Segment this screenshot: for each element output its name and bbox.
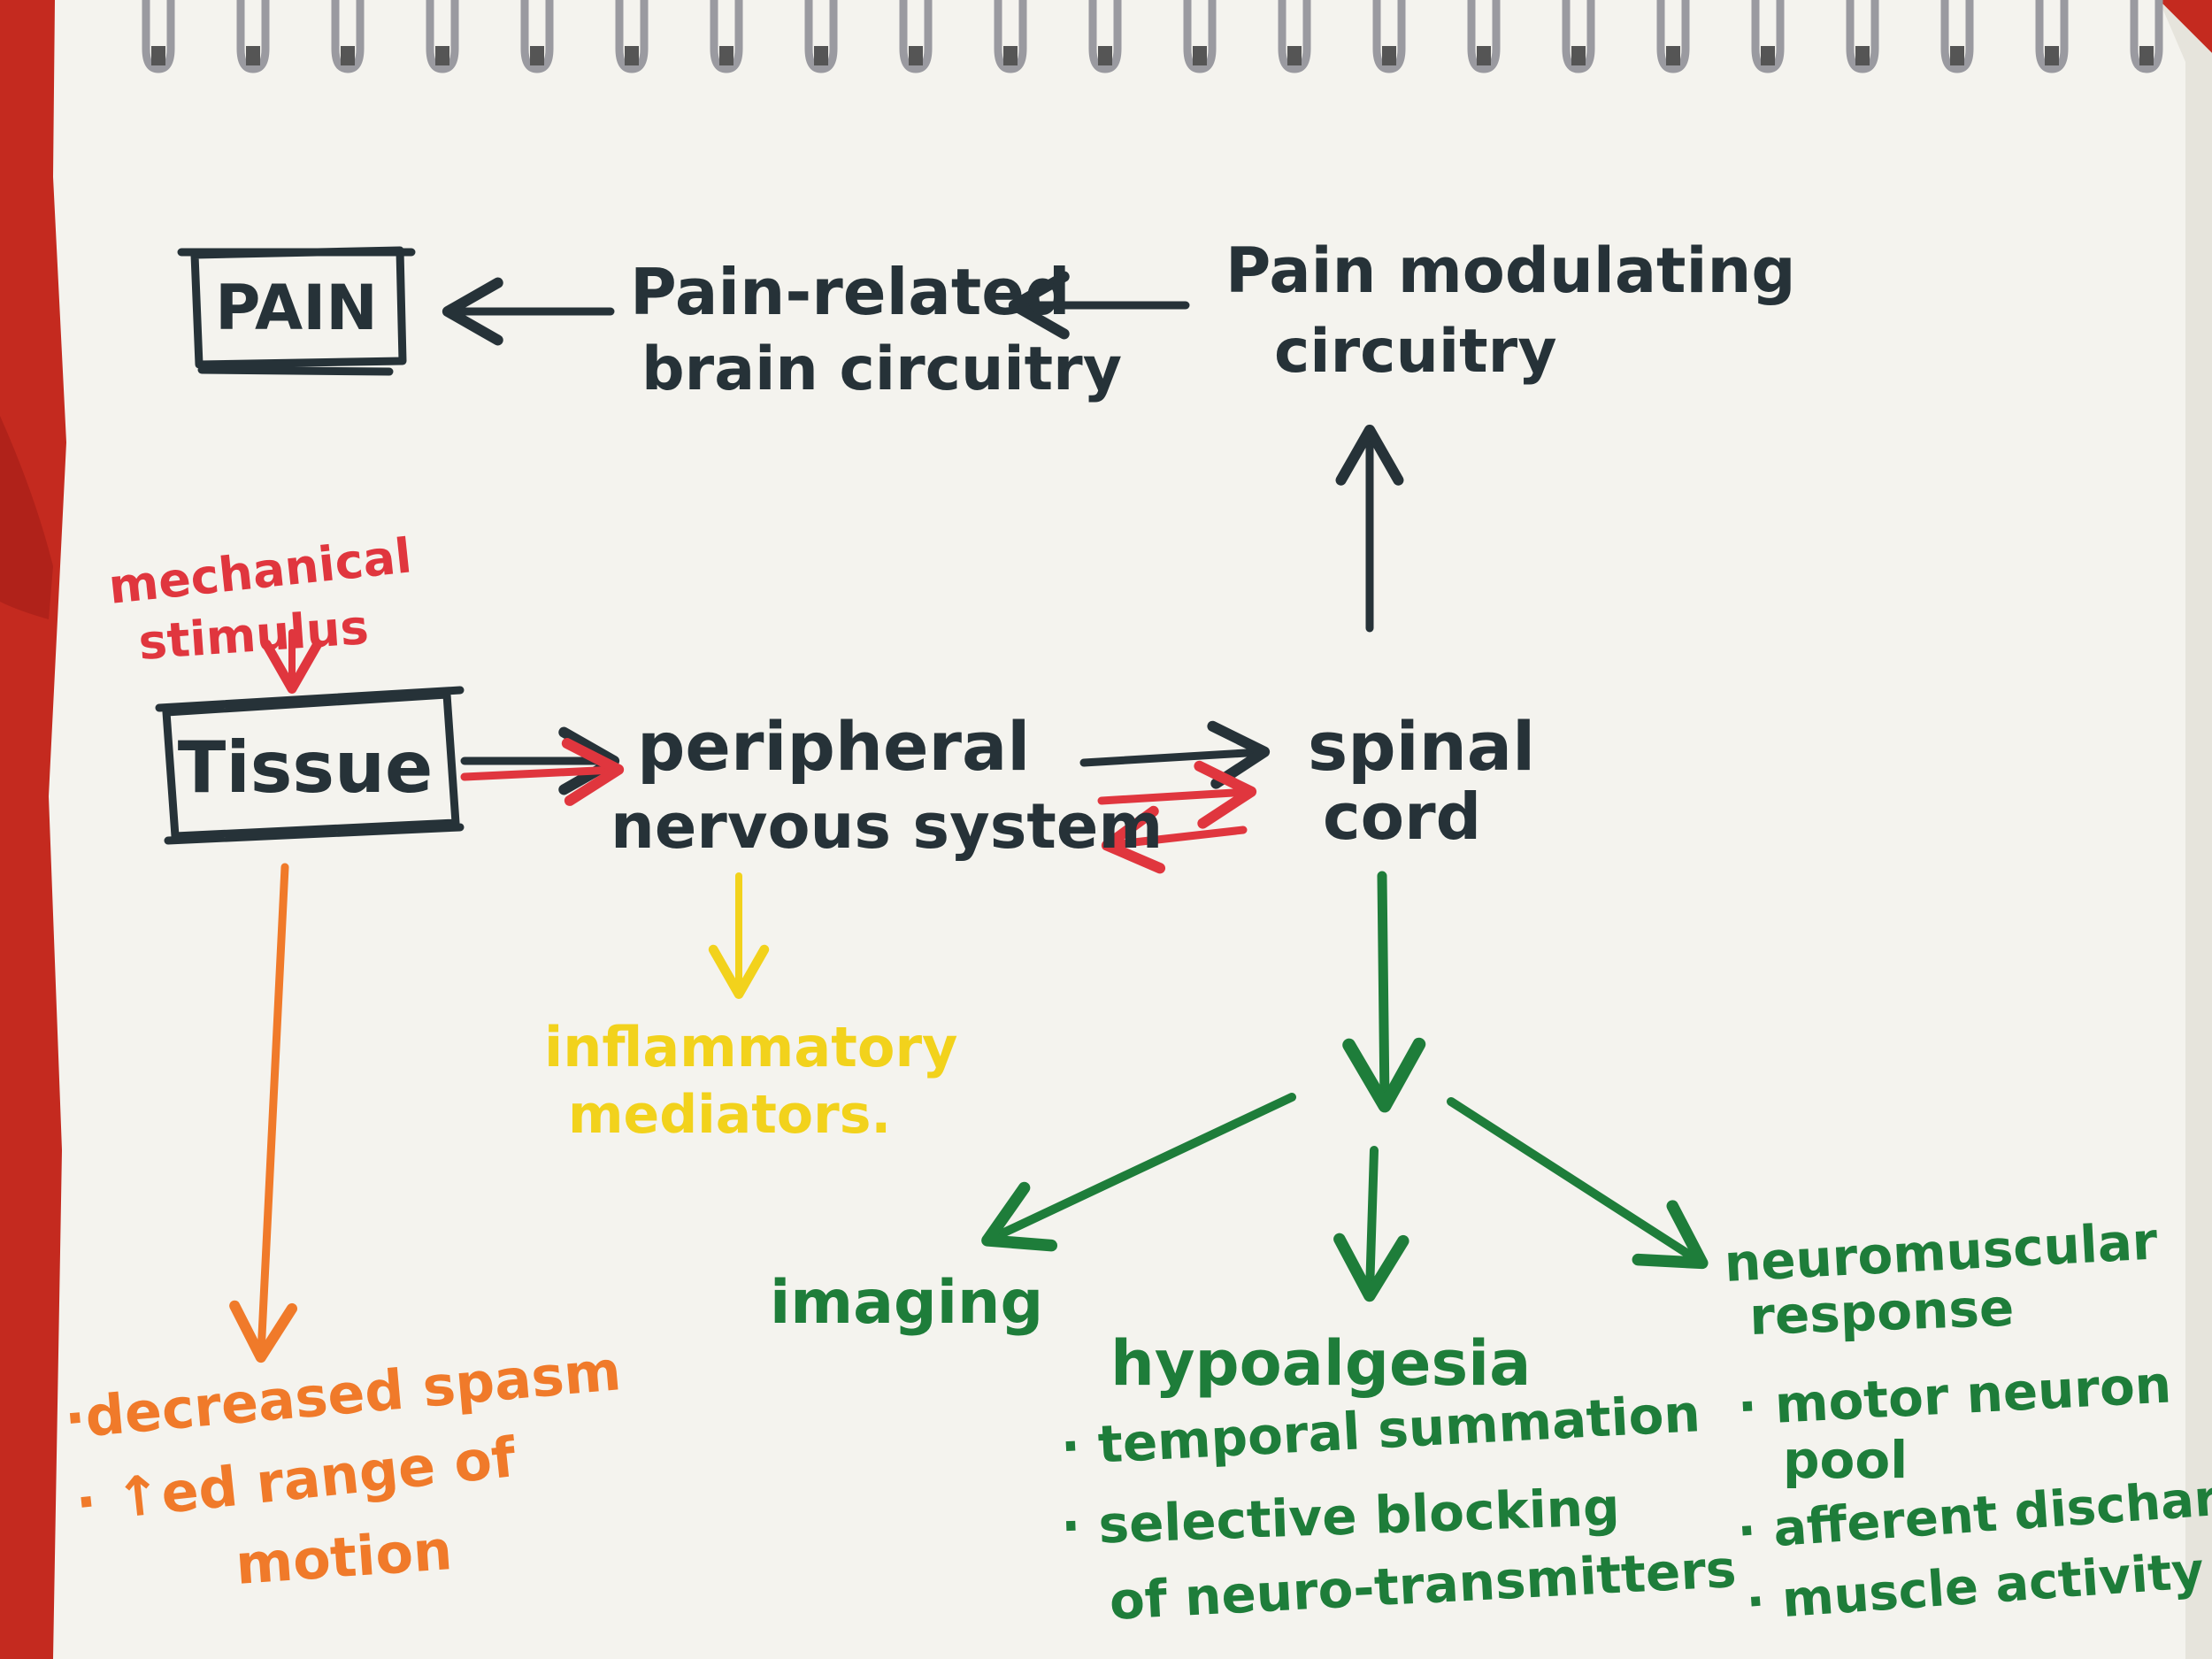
arrow-spinal-to-peripheral-red [1101,805,1248,874]
bullet-dot: · [1060,1495,1100,1556]
spiral-ring [615,0,649,73]
arrow-tissue-to-outcomes [229,863,298,1363]
binding-hole [1666,46,1680,65]
binding-hole [909,46,923,65]
spiral-binding [142,0,2163,73]
spiral-ring [426,0,459,73]
spiral-ring [1467,0,1501,73]
spiral-ring [1372,0,1406,73]
arrow-tissue-to-peripheral-red [460,738,625,806]
pain-related-line-2: brain circuitry [641,334,1122,404]
binding-hole [2139,46,2154,65]
binding-hole [1003,46,1018,65]
pain-modulating-line-2: circuitry [1274,317,1557,387]
spiral-ring [1183,0,1217,73]
neuromuscular-title-2: response [1748,1278,2015,1347]
spiral-ring [331,0,365,73]
peripheral-line-2: nervous system [611,790,1163,863]
peripheral-line-1: peripheral [637,707,1030,786]
binding-hole [719,46,733,65]
binding-hole [1287,46,1302,65]
spinal-line-2: cord [1323,780,1481,854]
binding-hole [1855,46,1870,65]
binding-hole [151,46,165,65]
binding-hole [1571,46,1586,65]
binding-hole [341,46,355,65]
spiral-ring [710,0,743,73]
neuromuscular-item-1b: pool [1783,1430,1908,1490]
pain-modulating-line-1: Pain modulating [1225,234,1795,307]
bullet-dot: · [1059,1415,1100,1477]
bullet-dot: · [1744,1571,1784,1632]
arrow-peripheral-to-spinal-black [1079,720,1271,789]
spiral-ring [1088,0,1122,73]
spiral-ring [1940,0,1974,73]
binding-hole [625,46,639,65]
arrow-to-hypoalgesia [1333,1146,1409,1302]
binding-hole [1382,46,1396,65]
pain-box [177,246,416,376]
spiral-ring [1846,0,1879,73]
pain-related-line-1: Pain-related [630,255,1071,329]
arrow-peripheral-to-spinal-red [1097,760,1257,829]
red-fabric-fold [0,416,53,619]
spiral-ring [804,0,838,73]
binding-hole [1098,46,1112,65]
binding-hole [1761,46,1775,65]
tissue-box [155,686,465,845]
spiral-ring [899,0,933,73]
spiral-ring [2035,0,2069,73]
spiral-ring [520,0,554,73]
binding-hole [530,46,544,65]
page-shadow [2159,0,2212,1659]
up-arrow-icon: ↑ [93,1462,165,1532]
spiral-ring [142,0,175,73]
pain-label: PAIN [215,272,378,344]
spiral-ring [1656,0,1690,73]
binding-hole [1950,46,1964,65]
binding-hole [1193,46,1207,65]
imaging-label: imaging [770,1268,1043,1338]
spiral-ring [994,0,1027,73]
binding-hole [435,46,449,65]
spiral-ring [1562,0,1595,73]
spiral-ring [1278,0,1311,73]
motion-label: motion [234,1517,454,1597]
bullet-dot: · [1736,1375,1777,1437]
spinal-line-1: spinal [1308,707,1535,786]
bullet-dot: · [1735,1501,1775,1561]
hypoalgesia-title: hypoalgesia [1110,1327,1531,1400]
arrow-to-neuromuscular [1447,1097,1709,1270]
binding-hole [2045,46,2059,65]
spiral-ring [1751,0,1785,73]
arrow-spinal-down [1342,871,1426,1113]
tissue-label: Tissue [178,726,433,809]
inflammatory-line-2: mediators. [568,1084,891,1146]
inflammatory-line-1: inflammatory [544,1015,957,1079]
arrow-to-imaging [981,1093,1296,1252]
binding-hole [246,46,260,65]
binding-hole [814,46,828,65]
binding-hole [1477,46,1491,65]
spiral-ring [2130,0,2163,73]
spiral-ring [236,0,270,73]
